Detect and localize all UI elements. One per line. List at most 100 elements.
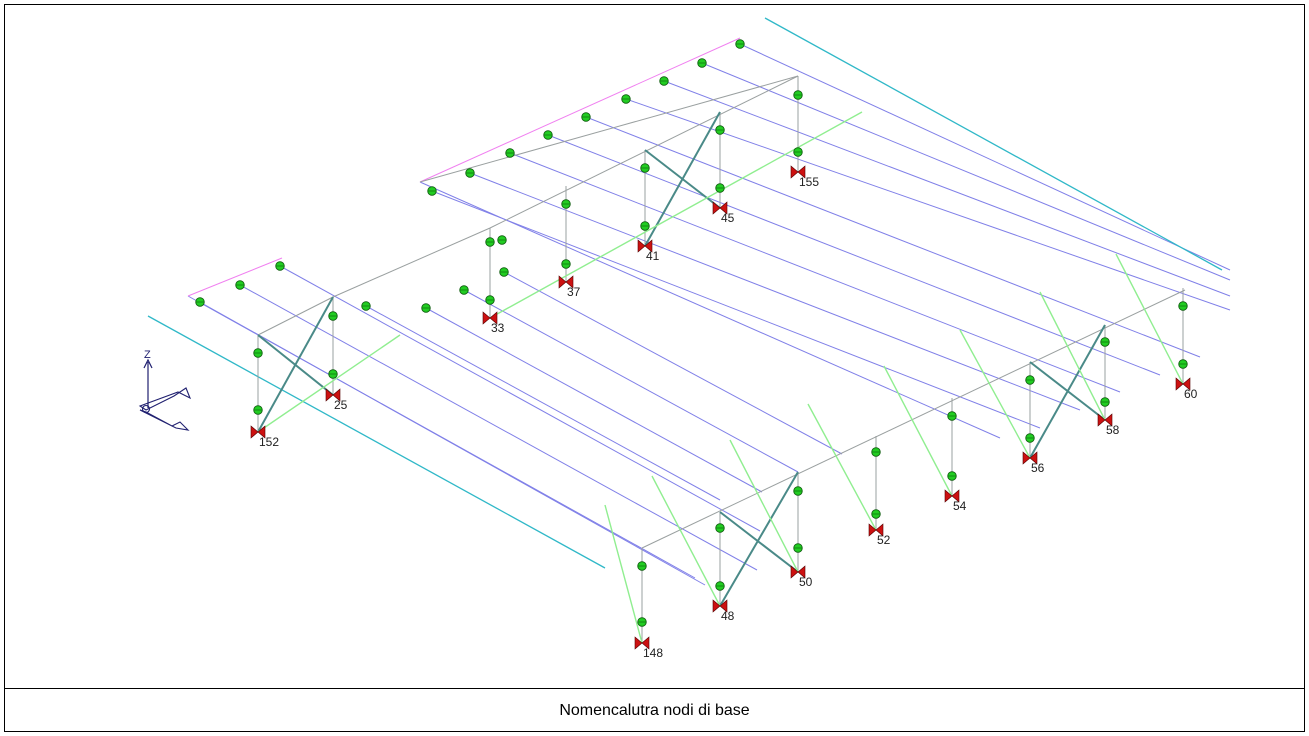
- brace-member: [644, 111, 721, 247]
- bracing-line: [604, 504, 643, 644]
- axis-triad-icon: Z: [138, 349, 192, 431]
- base-support: 56: [1022, 451, 1045, 475]
- node-marker: [1025, 433, 1035, 443]
- brace-member: [719, 471, 799, 607]
- base-node-label: 48: [721, 609, 735, 623]
- figure-frame: [4, 4, 1305, 732]
- node-marker: [1178, 359, 1188, 369]
- base-node-label: 33: [491, 321, 505, 335]
- node-marker: [659, 76, 669, 86]
- base-node-label: 37: [567, 285, 581, 299]
- node-marker: [715, 125, 725, 135]
- node-marker: [947, 471, 957, 481]
- node-marker: [1178, 301, 1188, 311]
- node-marker: [235, 280, 245, 290]
- purlin-line: [585, 116, 1201, 358]
- base-node-label: 60: [1184, 387, 1198, 401]
- node-marker: [459, 285, 469, 295]
- base-support: 41: [637, 239, 660, 263]
- node-marker: [275, 261, 285, 271]
- brace-member: [257, 296, 334, 433]
- base-node-label: 41: [646, 249, 660, 263]
- base-support: 50: [790, 565, 813, 589]
- caption-divider: [4, 688, 1305, 689]
- edge-line: [764, 17, 1223, 271]
- node-marker: [735, 39, 745, 49]
- base-node-label: 58: [1106, 423, 1120, 437]
- node-marker: [947, 411, 957, 421]
- node-marker: [715, 581, 725, 591]
- axis-z-label: Z: [144, 349, 151, 361]
- node-marker: [195, 297, 205, 307]
- frame-member: [641, 289, 1186, 549]
- base-supports: 155 45 41 37 33 25 152 60 58 56 54 52 50 48 148: [250, 165, 1198, 660]
- node-marker: [637, 561, 647, 571]
- bracing-line: [1039, 291, 1106, 421]
- node-marker: [361, 301, 371, 311]
- node-marker: [561, 259, 571, 269]
- node-marker: [1100, 337, 1110, 347]
- bracing-line: [729, 439, 799, 573]
- base-node-label: 50: [799, 575, 813, 589]
- node-marker: [427, 186, 437, 196]
- ridge-line: [419, 37, 741, 183]
- purlin-line: [701, 62, 1231, 281]
- base-support: 60: [1175, 377, 1198, 401]
- base-node-label: 148: [643, 646, 663, 660]
- node-marker: [561, 199, 571, 209]
- purlin-line: [197, 300, 706, 586]
- base-node-label: 152: [259, 435, 279, 449]
- node-marker: [497, 235, 507, 245]
- base-node-label: 54: [953, 499, 967, 513]
- base-support: 152: [250, 425, 279, 449]
- base-node-label: 52: [877, 533, 891, 547]
- purlin-line: [739, 43, 1231, 271]
- base-node-label: 56: [1031, 461, 1045, 475]
- base-support: 48: [712, 599, 735, 623]
- structure-lines: [147, 17, 1231, 644]
- purlin-line: [431, 190, 1041, 429]
- purlin-line: [365, 305, 721, 501]
- purlin-line: [425, 307, 763, 493]
- base-support: 148: [634, 636, 663, 660]
- bracing-line: [959, 329, 1031, 459]
- purlin-line: [509, 152, 1121, 393]
- node-marker: [1025, 375, 1035, 385]
- base-support: 25: [325, 388, 348, 412]
- node-marker: [328, 369, 338, 379]
- purlin-line: [663, 80, 1231, 297]
- node-marker: [715, 183, 725, 193]
- node-marker: [871, 509, 881, 519]
- frame-member: [257, 296, 334, 336]
- purlin-line: [625, 98, 1231, 311]
- base-support: 37: [558, 275, 581, 299]
- base-support: 54: [944, 489, 967, 513]
- bracing-line: [257, 334, 401, 433]
- frame-member: [332, 227, 491, 298]
- purlin-line: [279, 265, 761, 532]
- node-marker: [421, 303, 431, 313]
- node-marker: [328, 311, 338, 321]
- node-marker: [465, 168, 475, 178]
- node-marker: [637, 617, 647, 627]
- node-marker: [499, 267, 509, 277]
- node-marker: [543, 130, 553, 140]
- node-marker: [581, 112, 591, 122]
- base-support: 45: [712, 201, 735, 225]
- purlin-line: [239, 284, 758, 571]
- base-node-label: 155: [799, 175, 819, 189]
- node-marker: [485, 295, 495, 305]
- base-support: 33: [482, 311, 505, 335]
- base-node-label: 45: [721, 211, 735, 225]
- node-marker: [715, 523, 725, 533]
- purlin-line: [463, 289, 799, 473]
- node-marker: [1100, 397, 1110, 407]
- node-marker: [793, 90, 803, 100]
- ridge-line: [187, 257, 283, 297]
- purlin-line: [419, 181, 1001, 439]
- node-marker: [793, 147, 803, 157]
- node-marker: [621, 94, 631, 104]
- node-marker: [640, 221, 650, 231]
- node-marker: [871, 447, 881, 457]
- node-marker: [793, 543, 803, 553]
